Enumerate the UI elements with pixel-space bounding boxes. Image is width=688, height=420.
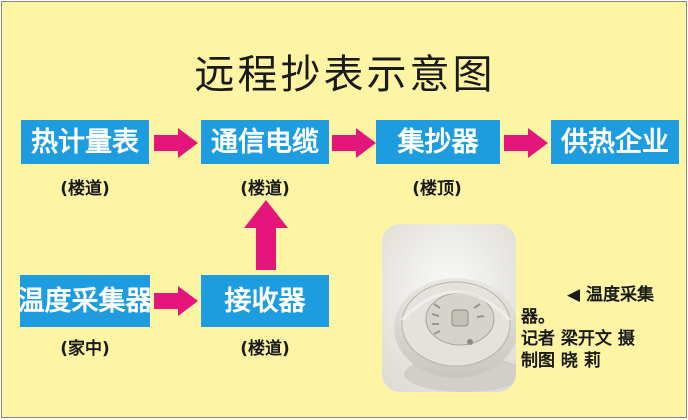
- node-heating-company-label: 供热企业: [561, 126, 669, 158]
- caption-line-3: 记者 梁开文 摄: [521, 329, 635, 349]
- arrow-cable-to-concentrator: [332, 128, 376, 158]
- diagram-title: 远程抄表示意图: [194, 52, 496, 98]
- node-temp-collector-label: 温度采集器: [17, 285, 153, 317]
- node-concentrator-label: 集抄器: [397, 126, 479, 158]
- node-comm-cable-label: 通信电缆: [211, 126, 319, 158]
- node-temp-collector-location: (家中): [60, 339, 110, 359]
- node-heat-meter-label: 热计量表: [31, 126, 139, 158]
- temperature-collector-photo: [382, 224, 516, 392]
- node-comm-cable-location: (楼道): [240, 179, 290, 199]
- node-heating-company: 供热企业: [551, 120, 679, 164]
- node-heat-meter-location: (楼道): [60, 179, 110, 199]
- node-temp-collector: 温度采集器: [17, 275, 153, 327]
- caption-line-2: 器。: [521, 307, 555, 327]
- caption-line-1: ◀ 温度采集: [567, 285, 654, 305]
- smoke-detector-device-image: [382, 224, 516, 392]
- arrow-collector-to-receiver: [154, 286, 198, 316]
- arrow-concentrator-to-company: [504, 128, 548, 158]
- arrow-heat-meter-to-cable: [154, 128, 198, 158]
- node-comm-cable: 通信电缆: [201, 120, 329, 164]
- node-heat-meter: 热计量表: [21, 120, 149, 164]
- node-concentrator: 集抄器: [376, 120, 500, 164]
- node-receiver-location: (楼道): [240, 339, 290, 359]
- node-receiver: 接收器: [201, 275, 329, 327]
- arrow-receiver-to-cable: [244, 200, 288, 270]
- photo-caption: ◀ 温度采集 器。 记者 梁开文 摄 制图 晓 莉: [521, 284, 681, 372]
- caption-line-4: 制图 晓 莉: [521, 351, 601, 371]
- node-concentrator-location: (楼顶): [412, 179, 462, 199]
- node-receiver-label: 接收器: [224, 285, 306, 317]
